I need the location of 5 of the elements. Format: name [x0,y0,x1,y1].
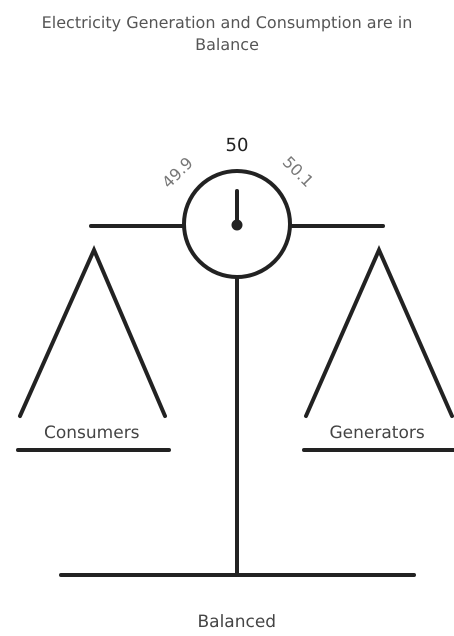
pan-label: Generators [330,424,425,442]
pan-label: Consumers [44,424,140,442]
title: Electricity Generation and Consumption are in Balance [40,12,414,56]
scale-caption: Balanced [198,614,276,630]
dial-value: 50 [226,137,248,155]
